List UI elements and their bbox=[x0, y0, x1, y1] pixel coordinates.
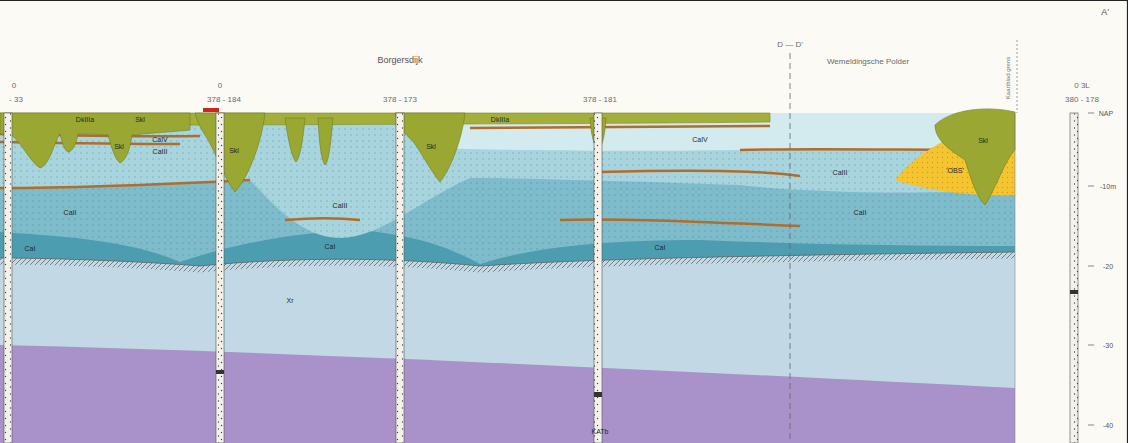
hatched-base bbox=[0, 255, 1015, 269]
unit-label: Xr bbox=[287, 297, 294, 304]
unit-label: CaI bbox=[325, 243, 336, 250]
header-label: 378 - 173 bbox=[383, 96, 417, 104]
header-label: 0 bbox=[218, 82, 222, 90]
header-label: - 33 bbox=[9, 96, 23, 104]
unit-label: Skl bbox=[135, 116, 145, 123]
section-edge bbox=[1015, 113, 1016, 443]
header-label: D — D' bbox=[777, 41, 803, 49]
header-label: 0 3L bbox=[1074, 82, 1090, 90]
unit-label: Skl bbox=[114, 143, 124, 150]
unit-label: Skl bbox=[978, 137, 988, 144]
unit-label: Skl bbox=[229, 147, 239, 154]
header-label: 378 - 181 bbox=[583, 96, 617, 104]
header-label: A' bbox=[1101, 8, 1109, 17]
frame-line bbox=[0, 0, 1128, 1]
unit-label: CaI bbox=[655, 244, 666, 251]
header-label: NAP bbox=[1099, 110, 1113, 117]
unit-label: CaIII bbox=[833, 169, 848, 176]
unit-label: DkIIIa bbox=[76, 116, 94, 123]
boreholes bbox=[4, 113, 1078, 443]
header-label: 378 - 184 bbox=[207, 96, 241, 104]
header-label: Kaartblad grens bbox=[1005, 57, 1011, 99]
header-label: 380 - 178 bbox=[1065, 96, 1099, 104]
header-label: Wemeldingsche Polder bbox=[827, 58, 909, 66]
unit-label: DkIIIa bbox=[491, 116, 509, 123]
red-marker bbox=[203, 108, 219, 112]
unit-label: KATb bbox=[592, 428, 609, 435]
unit-label: CaIII bbox=[153, 148, 168, 155]
channel-fills bbox=[0, 109, 1015, 205]
header-label: -20 bbox=[1103, 263, 1113, 270]
base-line bbox=[0, 252, 1015, 266]
header-label: 0 bbox=[12, 82, 16, 90]
unit-label: 'OBS' bbox=[946, 167, 963, 174]
depth-ticks bbox=[1088, 113, 1094, 425]
header-label: Borgersdijk bbox=[377, 56, 422, 65]
unit-label: CaII bbox=[854, 209, 867, 216]
unit-label: Skl bbox=[426, 143, 436, 150]
unit-label: CaI bbox=[25, 245, 36, 252]
unit-label: CaIV bbox=[692, 136, 708, 143]
header-label: -30 bbox=[1103, 342, 1113, 349]
katb-layer bbox=[0, 345, 1015, 443]
clay-streaks bbox=[0, 126, 1015, 226]
sheet-edge bbox=[1017, 40, 1018, 113]
unit-label: CaII bbox=[64, 209, 77, 216]
section-line bbox=[790, 53, 791, 443]
ca3-layer bbox=[0, 113, 1015, 238]
unit-label: CaIV bbox=[152, 136, 168, 143]
frame-line bbox=[1127, 0, 1128, 443]
header-label: -40 bbox=[1103, 422, 1113, 429]
ca3-dots bbox=[0, 113, 1015, 238]
header-label: -10m bbox=[1100, 183, 1116, 190]
unit-label: CaIII bbox=[333, 202, 348, 209]
